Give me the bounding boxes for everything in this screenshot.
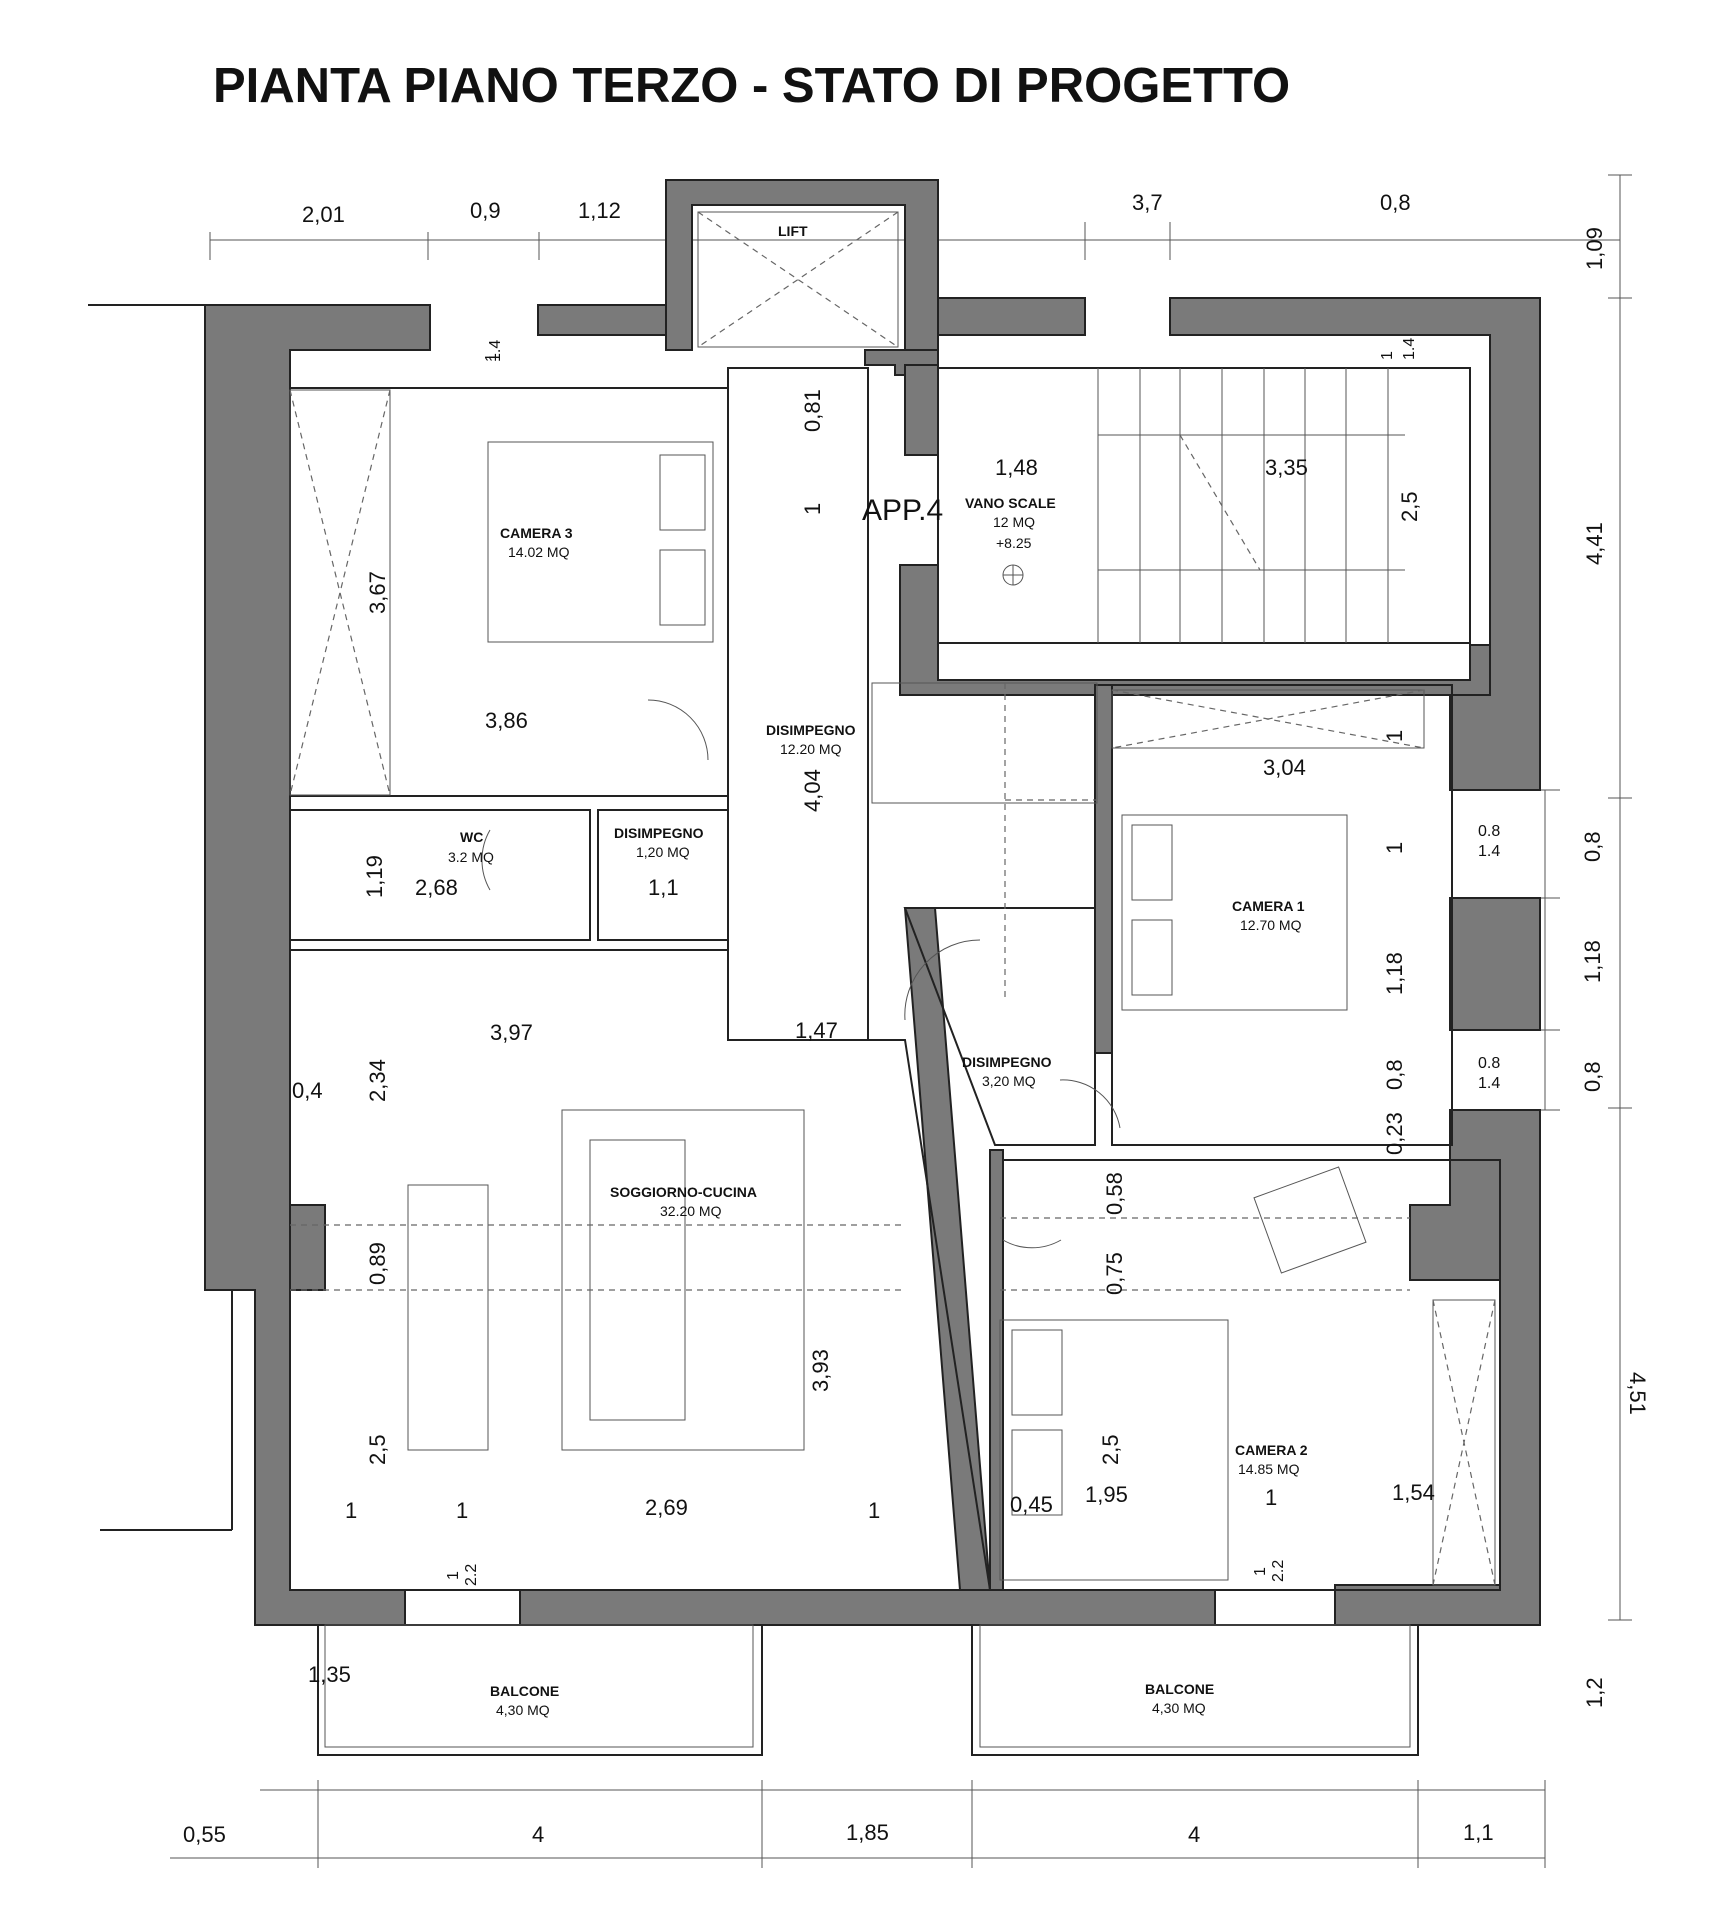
win-bottom-right-h: 2.2	[1270, 1560, 1287, 1582]
win-east1-h: 1.4	[1478, 843, 1500, 860]
dim-3-86: 3,86	[485, 708, 528, 733]
camera2-name: CAMERA 2	[1235, 1442, 1308, 1458]
dim-bottom-4: 4	[1188, 1822, 1200, 1847]
dim-sog-1b: 1	[456, 1498, 468, 1523]
dim-cam1-0-23: 0,23	[1382, 1112, 1407, 1155]
dim-3-97: 3,97	[490, 1020, 533, 1045]
details	[88, 211, 1496, 1748]
dim-top-3: 1,12	[578, 198, 621, 223]
dim-1-48: 1,48	[995, 455, 1038, 480]
balcone-w-name: BALCONE	[490, 1683, 559, 1699]
dimension-texts: 2,01 0,9 1,12 3,7 0,8 1,09 4,41 4,51 1,2…	[183, 190, 1650, 1847]
dim-disimpegno-1: 1	[800, 503, 825, 515]
dim-1-1: 1,1	[648, 875, 679, 900]
win-top-left-h: 1.4	[487, 340, 504, 362]
win-bottom-left-h: 2.2	[463, 1564, 480, 1586]
vano-scale-area: 12 MQ	[993, 514, 1035, 530]
dim-0-89: 0,89	[365, 1242, 390, 1285]
dim-3-35: 3,35	[1265, 455, 1308, 480]
camera3-area: 14.02 MQ	[508, 544, 570, 560]
dim-0-45: 0,45	[1010, 1492, 1053, 1517]
dim-sog-2-5: 2,5	[365, 1434, 390, 1465]
dim-1-19: 1,19	[362, 855, 387, 898]
win-east2-h: 1.4	[1478, 1075, 1500, 1092]
room-outlines	[289, 367, 1501, 1756]
dim-bottom-2: 4	[532, 1822, 544, 1847]
dim-cam2-1: 1	[1265, 1485, 1277, 1510]
dim-right-2: 4,41	[1582, 522, 1607, 565]
win-bottom-right-w: 1	[1252, 1567, 1269, 1576]
dim-3-04: 3,04	[1263, 755, 1306, 780]
dim-top-2: 0,9	[470, 198, 501, 223]
dim-right-1: 1,09	[1582, 227, 1607, 270]
dim-cam1-1b: 1	[1382, 842, 1407, 854]
win-east1-w: 0.8	[1478, 823, 1500, 840]
disimpegno-main-name: DISIMPEGNO	[766, 722, 856, 738]
dim-0-81: 0,81	[800, 389, 825, 432]
vano-scale-level: +8.25	[996, 535, 1032, 551]
disimpegno-main-area: 12.20 MQ	[780, 741, 842, 757]
camera3-name: CAMERA 3	[500, 525, 573, 541]
camera1-area: 12.70 MQ	[1240, 917, 1302, 933]
dim-0-75: 0,75	[1102, 1252, 1127, 1295]
dim-0-58: 0,58	[1102, 1172, 1127, 1215]
balcone-e-name: BALCONE	[1145, 1681, 1214, 1697]
disimpegno-small-name: DISIMPEGNO	[614, 825, 704, 841]
camera2-area: 14.85 MQ	[1238, 1461, 1300, 1477]
apartment-label: APP.4	[862, 494, 943, 527]
dim-bottom-1: 0,55	[183, 1822, 226, 1847]
dim-3-93: 3,93	[808, 1349, 833, 1392]
dim-sog-1c: 1	[868, 1498, 880, 1523]
balcone-w-area: 4,30 MQ	[496, 1702, 550, 1718]
dim-bottom-5: 1,1	[1463, 1820, 1494, 1845]
dim-bottom-3: 1,85	[846, 1820, 889, 1845]
disimpegno-east-name: DISIMPEGNO	[962, 1054, 1052, 1070]
dim-cam1-1a: 1	[1382, 730, 1407, 742]
dim-3-67: 3,67	[365, 571, 390, 614]
dim-right-3: 4,51	[1625, 1372, 1650, 1415]
disimpegno-small-area: 1,20 MQ	[636, 844, 690, 860]
dim-1-95: 1,95	[1085, 1482, 1128, 1507]
dim-4-04: 4,04	[800, 769, 825, 812]
dim-cam2-2-5: 2,5	[1098, 1434, 1123, 1465]
dim-1-47: 1,47	[795, 1018, 838, 1043]
internal-dimensions: 1 1.4 1 1.4 0.8 1.4 0.8 1.4 1 2.2 1 2.2 …	[292, 338, 1500, 1687]
dim-2-69: 2,69	[645, 1495, 688, 1520]
dim-sog-1a: 1	[345, 1498, 357, 1523]
soggiorno-area: 32.20 MQ	[660, 1203, 722, 1219]
dim-2-34: 2,34	[365, 1059, 390, 1102]
dim-2-68: 2,68	[415, 875, 458, 900]
dim-right-win-3: 0,8	[1580, 1061, 1605, 1092]
wc-name: WC	[460, 829, 483, 845]
win-east2-w: 0.8	[1478, 1055, 1500, 1072]
walls	[204, 179, 1541, 1626]
win-top-left-w: 1	[483, 353, 500, 362]
dim-cam1-0-8: 0,8	[1382, 1059, 1407, 1090]
soggiorno-name: SOGGIORNO-CUCINA	[610, 1184, 757, 1200]
dim-stair-2-5: 2,5	[1397, 491, 1422, 522]
dim-cam1-1-18: 1,18	[1382, 952, 1407, 995]
plan-title: PIANTA PIANO TERZO - STATO DI PROGETTO	[213, 59, 1290, 113]
dim-top-5: 0,8	[1380, 190, 1411, 215]
dim-top-1: 2,01	[302, 202, 345, 227]
wc-area: 3.2 MQ	[448, 849, 494, 865]
balcone-e-area: 4,30 MQ	[1152, 1700, 1206, 1716]
win-bottom-left-w: 1	[445, 1571, 462, 1580]
lift-label: LIFT	[778, 223, 808, 239]
dim-1-35: 1,35	[308, 1662, 351, 1687]
disimpegno-east-area: 3,20 MQ	[982, 1073, 1036, 1089]
dim-right-win-2: 1,18	[1580, 940, 1605, 983]
room-labels: LIFT VANO SCALE 12 MQ +8.25 APP.4 CAMERA…	[448, 223, 1308, 1718]
win-top-right-h: 1.4	[1401, 338, 1418, 360]
camera1-name: CAMERA 1	[1232, 898, 1305, 914]
dim-1-54: 1,54	[1392, 1480, 1435, 1505]
dim-top-4: 3,7	[1132, 190, 1163, 215]
win-top-right-w: 1	[1379, 351, 1396, 360]
dim-right-4: 1,2	[1582, 1677, 1607, 1708]
dimension-lines	[170, 174, 1632, 1868]
dim-right-win-1: 0,8	[1580, 831, 1605, 862]
dim-0-4: 0,4	[292, 1078, 323, 1103]
vano-scale-name: VANO SCALE	[965, 495, 1056, 511]
